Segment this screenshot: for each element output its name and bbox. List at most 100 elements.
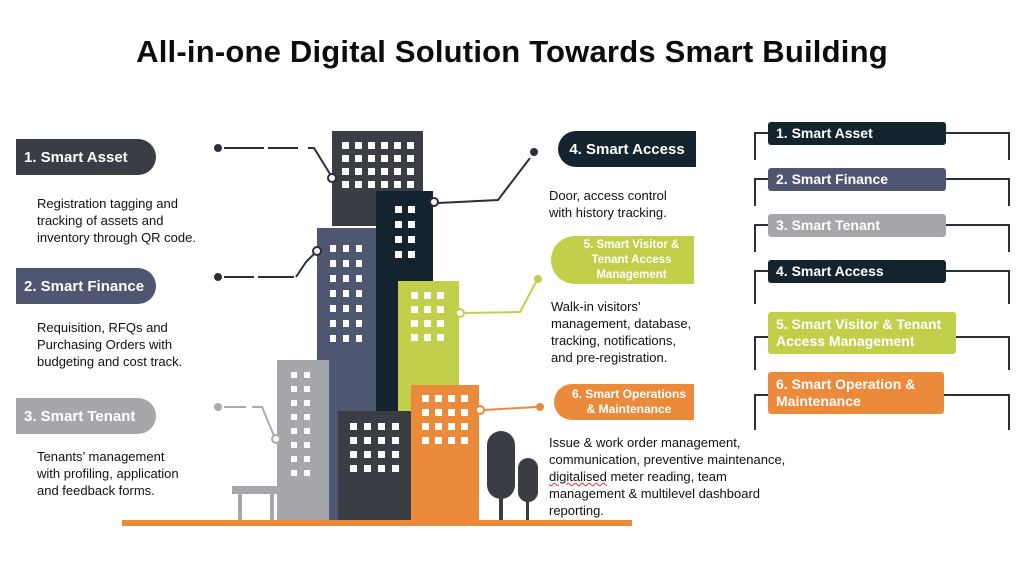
window (368, 142, 375, 149)
window (407, 142, 414, 149)
window (291, 470, 297, 476)
desc-smart-finance: Requisition, RFQs and Purchasing Orders … (37, 320, 183, 369)
window (422, 409, 429, 416)
window (343, 275, 349, 282)
window (424, 334, 431, 341)
window (408, 236, 415, 243)
window (342, 155, 349, 162)
bench (232, 486, 280, 494)
tree-trunk (526, 498, 529, 520)
window (342, 181, 349, 188)
window (350, 423, 357, 430)
window (378, 437, 385, 444)
window (304, 428, 310, 434)
window (304, 400, 310, 406)
desc-smart-operations: Issue & work order management, communica… (549, 435, 786, 518)
window (343, 245, 349, 252)
window (411, 334, 418, 341)
window (342, 168, 349, 175)
window (424, 320, 431, 327)
window (330, 275, 336, 282)
window (343, 305, 349, 312)
window (394, 181, 401, 188)
window (330, 290, 336, 297)
window (356, 290, 362, 297)
tag-smart-visitor: 5. Smart Visitor & Tenant Access Managem… (551, 236, 694, 284)
window (343, 335, 349, 342)
window (395, 251, 402, 258)
window (304, 372, 310, 378)
window (356, 320, 362, 327)
window (330, 305, 336, 312)
window (304, 414, 310, 420)
window (356, 275, 362, 282)
window (304, 442, 310, 448)
window (378, 465, 385, 472)
window (435, 423, 442, 430)
window (392, 465, 399, 472)
desc-smart-tenant: Tenants’ management with profiling, appl… (37, 449, 179, 498)
tag-smart-asset: 1. Smart Asset (16, 139, 156, 175)
window (355, 155, 362, 162)
window (342, 142, 349, 149)
window (392, 437, 399, 444)
bench-leg (238, 494, 242, 520)
tag-smart-finance: 2. Smart Finance (16, 268, 156, 304)
spellcheck-underline: digitalised (549, 469, 607, 484)
window (392, 423, 399, 430)
window (435, 395, 442, 402)
desc-smart-asset: Registration tagging and tracking of ass… (37, 196, 196, 245)
window (422, 395, 429, 402)
window (291, 456, 297, 462)
window (378, 451, 385, 458)
window (461, 409, 468, 416)
window (424, 306, 431, 313)
block-dark (338, 411, 413, 520)
desc-smart-visitor: Walk-in visitors’ management, database, … (551, 299, 692, 365)
connectors-left (214, 144, 337, 444)
window (407, 155, 414, 162)
window (330, 335, 336, 342)
bench-leg (270, 494, 274, 520)
window (350, 437, 357, 444)
window (304, 456, 310, 462)
tag-smart-tenant: 3. Smart Tenant (16, 398, 156, 434)
window (448, 395, 455, 402)
legend-smart-asset: 1. Smart Asset (768, 122, 946, 145)
window (355, 181, 362, 188)
window (381, 181, 388, 188)
legend-smart-operation: 6. Smart Operation & Maintenance (768, 372, 944, 414)
connectors-middle (429, 148, 544, 415)
window (291, 442, 297, 448)
window (291, 414, 297, 420)
window (343, 290, 349, 297)
window (411, 292, 418, 299)
window (368, 155, 375, 162)
tower-operations (411, 385, 479, 520)
window (330, 320, 336, 327)
legend-smart-visitor: 5. Smart Visitor & Tenant Access Managem… (768, 312, 956, 354)
window (381, 142, 388, 149)
window (356, 335, 362, 342)
window (381, 155, 388, 162)
window (355, 142, 362, 149)
window (291, 386, 297, 392)
ground-line (122, 520, 632, 526)
window (448, 423, 455, 430)
window (368, 168, 375, 175)
window (350, 465, 357, 472)
window (355, 168, 362, 175)
window (448, 437, 455, 444)
window (394, 168, 401, 175)
window (304, 470, 310, 476)
window (330, 260, 336, 267)
window (368, 181, 375, 188)
window (381, 168, 388, 175)
tag-smart-access: 4. Smart Access (558, 131, 696, 167)
tree (487, 431, 515, 499)
window (350, 451, 357, 458)
legend-smart-finance: 2. Smart Finance (768, 168, 946, 191)
tree-trunk (499, 495, 503, 520)
window (395, 221, 402, 228)
window (364, 423, 371, 430)
